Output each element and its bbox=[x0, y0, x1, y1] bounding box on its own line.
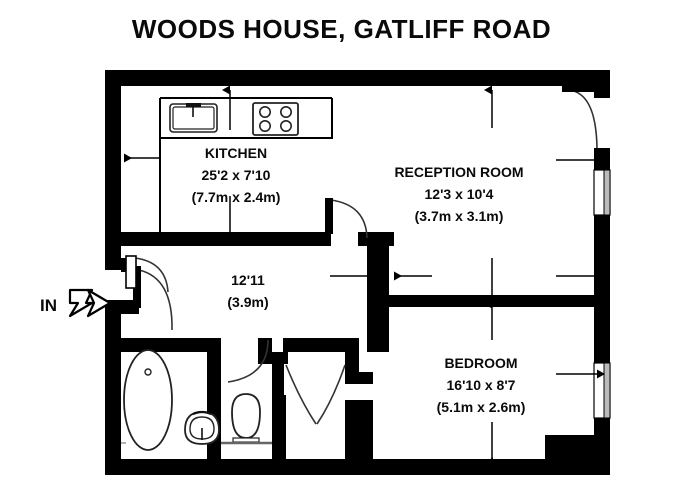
door-swing-bathroom bbox=[227, 339, 269, 383]
entrance-marker: IN bbox=[40, 288, 112, 318]
kitchen-sink-icon bbox=[169, 103, 218, 133]
bedroom-dimensions-metric: (5.1m x 2.6m) bbox=[437, 399, 526, 415]
door-swing-closet bbox=[125, 255, 169, 293]
double-chevron-right-icon bbox=[68, 288, 112, 318]
hall-dimensions-metric: (3.9m) bbox=[227, 294, 268, 310]
kitchen-dimensions-metric: (7.7m x 2.4m) bbox=[192, 189, 281, 205]
room-label-hall: 12'11 (3.9m) bbox=[227, 272, 268, 310]
room-label-kitchen: KITCHEN 25'2 x 7'10 (7.7m x 2.4m) bbox=[192, 145, 281, 205]
bedroom-dimensions-imperial: 16'10 x 8'7 bbox=[447, 377, 516, 393]
bedroom-name: BEDROOM bbox=[444, 355, 517, 371]
door-swing-kitchen bbox=[325, 198, 368, 239]
window-bedroom bbox=[593, 362, 611, 419]
page-title: WOODS HOUSE, GATLIFF ROAD bbox=[131, 14, 552, 44]
entrance-label: IN bbox=[40, 296, 57, 315]
reception-dimensions-imperial: 12'3 x 10'4 bbox=[425, 186, 494, 202]
kitchen-dimensions-imperial: 25'2 x 7'10 bbox=[202, 167, 271, 183]
kitchen-hob-icon bbox=[252, 102, 299, 136]
door-swing-cupboard-right bbox=[316, 364, 346, 425]
window-reception bbox=[593, 169, 611, 216]
toilet-icon bbox=[231, 393, 261, 443]
hall-dimensions-imperial: 12'11 bbox=[231, 272, 265, 288]
reception-dimensions-metric: (3.7m x 3.1m) bbox=[415, 208, 504, 224]
bathtub-icon bbox=[123, 349, 173, 451]
door-swing-entry bbox=[133, 266, 173, 331]
kitchen-counter bbox=[159, 97, 333, 232]
exterior-walls bbox=[105, 70, 610, 475]
dimension-arrows bbox=[124, 85, 605, 467]
kitchen-name: KITCHEN bbox=[205, 145, 267, 161]
wash-basin-icon bbox=[184, 410, 220, 445]
room-label-bedroom: BEDROOM 16'10 x 8'7 (5.1m x 2.6m) bbox=[437, 355, 526, 415]
door-swing-cupboard-left bbox=[285, 364, 317, 425]
reception-name: RECEPTION ROOM bbox=[394, 164, 523, 180]
door-swing-reception bbox=[562, 86, 598, 149]
room-label-reception: RECEPTION ROOM 12'3 x 10'4 (3.7m x 3.1m) bbox=[394, 164, 523, 224]
